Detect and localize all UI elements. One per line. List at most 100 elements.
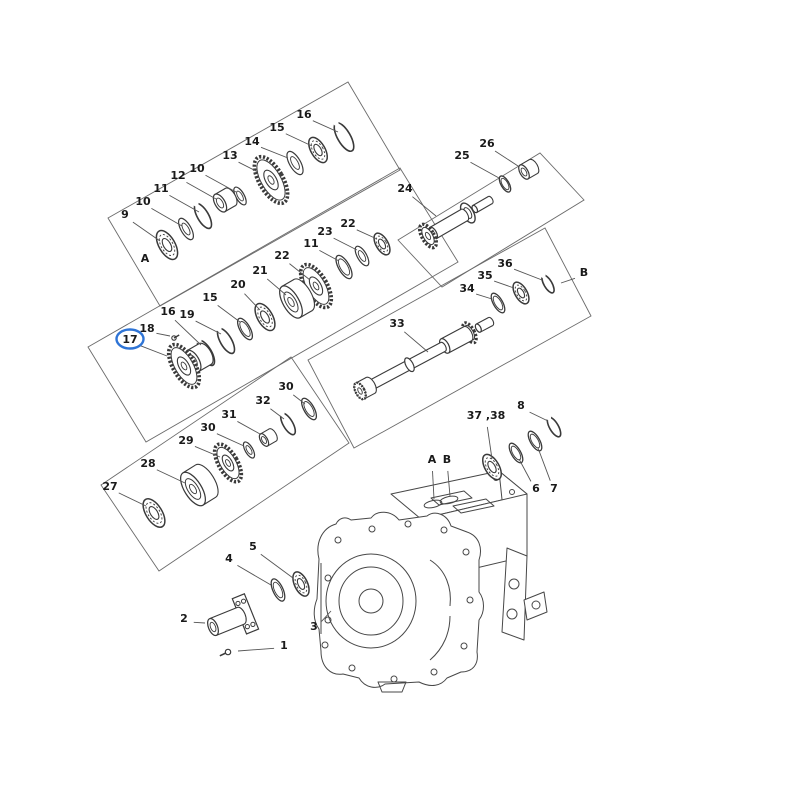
part-callout-3[interactable]: 3	[310, 620, 318, 633]
part-callout-24[interactable]: 24	[397, 182, 413, 195]
part-washer	[242, 441, 256, 459]
callout-leader	[470, 161, 500, 179]
part-bearing	[142, 498, 166, 528]
part-washer	[178, 217, 194, 241]
part-callout-1[interactable]: 1	[280, 639, 288, 652]
part-callout-12[interactable]: 12	[170, 169, 185, 182]
part-callout-22[interactable]: 22	[274, 249, 289, 262]
selected-part-highlight[interactable]	[115, 328, 145, 350]
part-snap	[333, 120, 355, 153]
part-callout-22[interactable]: 22	[340, 217, 355, 230]
part-cyl	[258, 428, 278, 447]
group-boundary	[397, 152, 585, 288]
callout-leader	[321, 610, 332, 622]
part-ring	[335, 254, 353, 280]
part-callout-16[interactable]: 16	[160, 305, 176, 318]
part-washer	[286, 150, 304, 176]
callout-leader	[319, 250, 340, 262]
exploded-parts	[142, 120, 562, 657]
part-callout-33[interactable]: 33	[389, 317, 404, 330]
part-snap	[545, 414, 562, 438]
part-callout-11[interactable]: 11	[303, 237, 318, 250]
callout-leader	[194, 446, 221, 458]
part-callout-11[interactable]: 11	[153, 182, 168, 195]
callout-leader	[292, 394, 306, 405]
callout-leader	[151, 208, 183, 227]
part-callout-8[interactable]: 8	[517, 399, 525, 412]
part-callout-20[interactable]: 20	[230, 278, 246, 291]
part-callout-30[interactable]: 30	[278, 380, 294, 393]
part-callout-21[interactable]: 21	[252, 264, 267, 277]
part-callout-35[interactable]: 35	[477, 269, 492, 282]
part-gear	[298, 262, 334, 310]
part-snap	[216, 326, 236, 355]
callout-leader	[529, 411, 549, 422]
part-bearing	[373, 232, 391, 256]
part-callout-17[interactable]: 17	[122, 333, 137, 346]
part-gear	[212, 442, 244, 484]
bell-housing-bore	[325, 553, 417, 649]
part-callout-13[interactable]: 13	[222, 149, 237, 162]
part-callout-26[interactable]: 26	[479, 137, 495, 150]
part-callout-5[interactable]: 5	[249, 540, 257, 553]
group-boundary	[87, 167, 459, 443]
callout-leader	[238, 161, 259, 173]
part-ring	[490, 292, 506, 314]
part-callout-25[interactable]: 25	[454, 149, 469, 162]
part-callout-30[interactable]: 30	[200, 421, 216, 434]
callout-leader	[132, 221, 161, 242]
part-bearing	[292, 571, 310, 597]
part-callout-10[interactable]: 10	[135, 195, 151, 208]
group-boundaries	[87, 81, 592, 572]
part-callout-36[interactable]: 36	[497, 257, 513, 270]
callout-leader	[138, 344, 168, 357]
part-callout-15[interactable]: 15	[202, 291, 217, 304]
part-ring	[508, 442, 524, 464]
callout-leader	[169, 194, 200, 213]
section-label-a: A	[428, 453, 437, 466]
part-ring	[527, 430, 543, 452]
part-snap	[279, 411, 297, 436]
part-hub	[179, 463, 219, 507]
part-washer	[354, 245, 370, 267]
part-callout-10[interactable]: 10	[189, 162, 205, 175]
callout-leader	[186, 181, 217, 200]
callout-leader	[285, 133, 313, 147]
callout-leader	[237, 647, 275, 652]
group-boundary	[100, 356, 350, 572]
part-shaft33	[353, 316, 495, 401]
part-bearing	[307, 136, 329, 164]
callout-leader	[494, 150, 519, 167]
part-callout-18[interactable]: 18	[139, 322, 154, 335]
part-callout-14[interactable]: 14	[244, 135, 260, 148]
part-callout-16[interactable]: 16	[296, 108, 312, 121]
callout-leader	[356, 229, 378, 240]
part-callout-23[interactable]: 23	[317, 225, 332, 238]
part-callout-7[interactable]: 7	[550, 482, 558, 495]
part-callout-34[interactable]: 34	[459, 282, 475, 295]
transmission-case-illustration	[313, 470, 548, 693]
part-callout-28[interactable]: 28	[140, 457, 155, 470]
part-callout-15[interactable]: 15	[269, 121, 284, 134]
part-callout-4[interactable]: 4	[225, 552, 233, 565]
part-callout-37-38[interactable]: 37 ,38	[467, 409, 506, 422]
callout-leader	[493, 280, 515, 289]
callout-leader	[216, 433, 245, 447]
part-callout-29[interactable]: 29	[178, 434, 193, 447]
callout-leader	[270, 408, 285, 420]
part-cyl	[212, 187, 238, 213]
part-callout-2[interactable]: 2	[180, 612, 188, 625]
part-gear	[166, 342, 202, 390]
part-callout-6[interactable]: 6	[532, 482, 540, 495]
part-bearing	[254, 302, 276, 332]
part-callout-32[interactable]: 32	[255, 394, 270, 407]
group-boundary	[307, 227, 592, 449]
part-callout-19[interactable]: 19	[179, 308, 194, 321]
highlight-ring[interactable]	[115, 328, 145, 350]
callout-leader	[432, 470, 435, 500]
part-callout-27[interactable]: 27	[102, 480, 117, 493]
part-callout-31[interactable]: 31	[221, 408, 236, 421]
callout-leader	[174, 319, 202, 346]
part-sleeve2	[207, 593, 260, 637]
part-callout-9[interactable]: 9	[121, 208, 129, 221]
